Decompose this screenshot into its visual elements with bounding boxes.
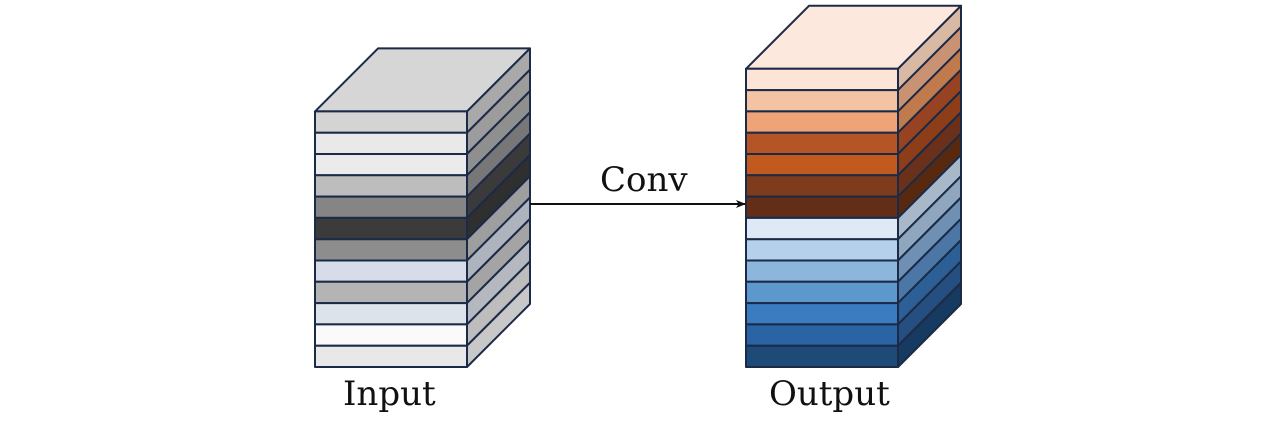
input-layer-11-front <box>314 323 468 347</box>
output-layer-11-front <box>745 280 899 305</box>
input-layer-9-front <box>314 280 468 305</box>
output-layer-5-front <box>745 153 899 177</box>
conv-label: Conv <box>600 160 688 200</box>
input-layer-1-front <box>314 110 468 134</box>
output-layer-8-front <box>745 216 899 241</box>
output-layer-2-front <box>745 89 899 113</box>
input-layer-3-front <box>314 153 468 177</box>
input-layer-6-front <box>314 216 468 241</box>
output-layer-10-front <box>745 259 899 283</box>
output-layer-4-front <box>745 131 899 155</box>
output-layer-1-front <box>745 67 899 92</box>
input-layer-4-front <box>314 174 468 198</box>
input-layer-10-front <box>314 302 468 326</box>
output-label: Output <box>769 374 890 414</box>
input-layer-12-front <box>314 344 468 368</box>
output-layer-6-front <box>745 174 899 198</box>
input-tensor-block <box>314 47 531 368</box>
output-layer-9-front <box>745 238 899 262</box>
output-layer-7-front <box>745 195 899 219</box>
output-tensor-block <box>745 4 962 368</box>
input-layer-5-front <box>314 195 468 219</box>
output-layer-3-front <box>745 110 899 134</box>
input-layer-8-front <box>314 259 468 283</box>
input-layer-7-front <box>314 238 468 262</box>
input-label: Input <box>343 374 436 414</box>
input-layer-2-front <box>314 131 468 155</box>
output-layer-12-front <box>745 302 899 326</box>
output-layer-14-front <box>745 344 899 368</box>
output-layer-13-front <box>745 323 899 347</box>
